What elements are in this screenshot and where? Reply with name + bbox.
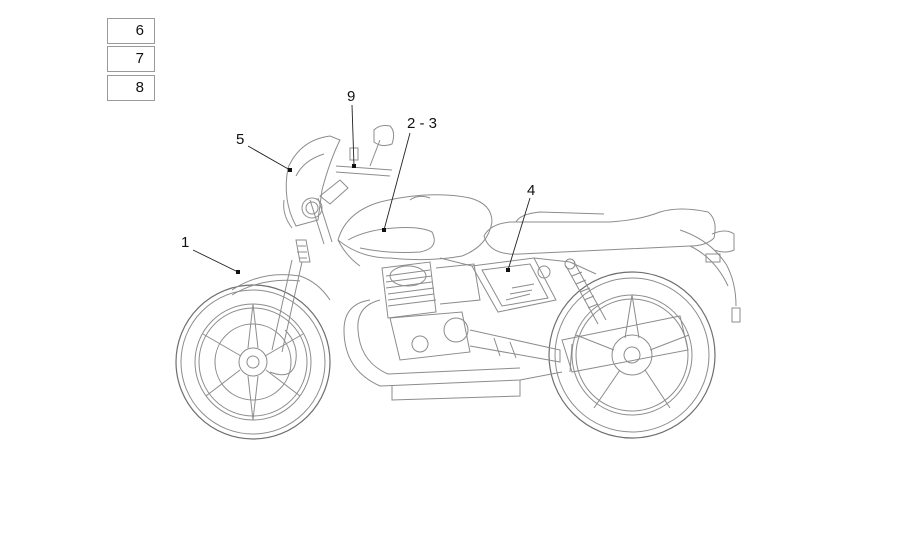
callout-label-4: 4: [527, 182, 536, 199]
leader-5: [247, 145, 291, 171]
marker-4: [506, 268, 510, 272]
front-fork-and-fender: [231, 197, 333, 353]
leader-4: [507, 197, 531, 271]
exhaust: [343, 299, 689, 401]
leader-2-3: [383, 132, 411, 231]
seat-and-tail: [483, 208, 741, 323]
callout-label-1: 1: [181, 234, 190, 251]
callout-label-9: 9: [347, 88, 356, 105]
frame-side-panel: [439, 257, 597, 313]
callout-label-2-3: 2 - 3: [407, 115, 438, 132]
fuel-tank: [337, 194, 493, 267]
marker-1: [236, 270, 240, 274]
callout-label-5: 5: [236, 131, 245, 148]
headlight-fairing: [283, 135, 341, 229]
leader-9: [351, 104, 355, 167]
legend-label-6: 6: [135, 22, 144, 39]
marker-2-3: [382, 228, 386, 232]
legend-box-7: 7: [107, 46, 155, 72]
leader-1: [192, 249, 239, 273]
legend-label-7: 7: [135, 50, 144, 67]
marker-5: [288, 168, 292, 172]
rear-wheel: [548, 271, 716, 439]
rear-shock: [564, 258, 607, 325]
handlebar-and-mirror: [319, 125, 395, 205]
legend-box-6: 6: [107, 18, 155, 44]
marker-9: [352, 164, 356, 168]
engine: [381, 261, 561, 363]
legend-box-8: 8: [107, 75, 155, 101]
legend-label-8: 8: [135, 79, 144, 96]
